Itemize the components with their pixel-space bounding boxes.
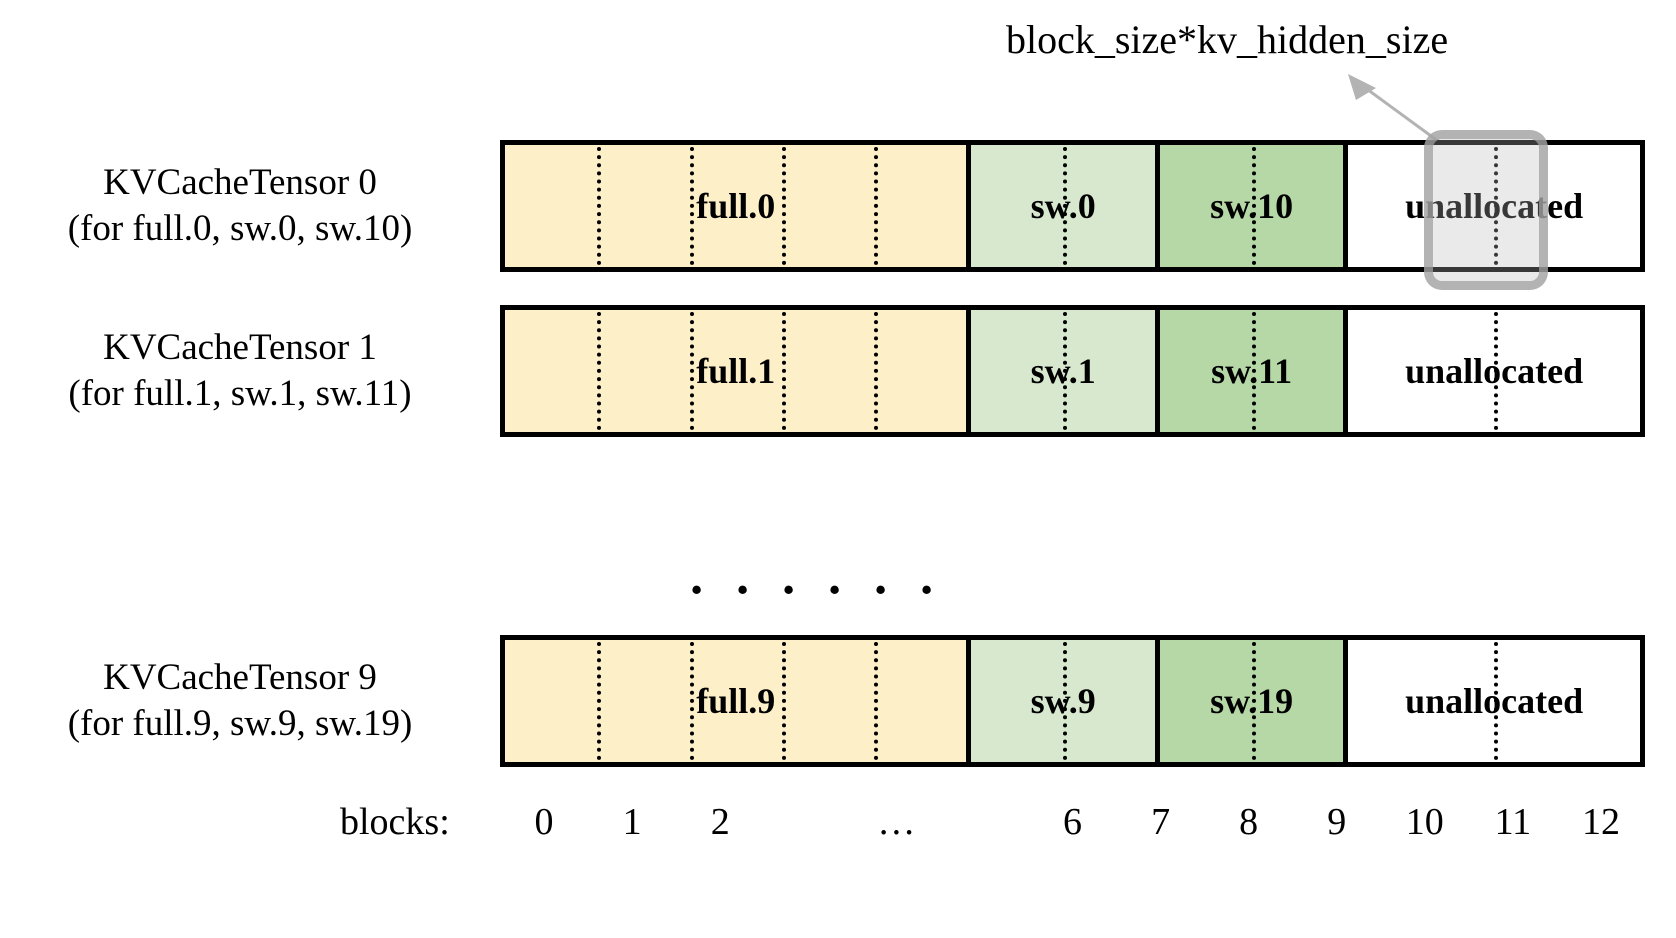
memory-region-label: sw.0 [1030, 186, 1096, 226]
tensor-row-label-line2: (for full.9, sw.9, sw.19) [67, 703, 413, 745]
blocks-axis-tick: 8 [1239, 801, 1259, 843]
memory-region-sw2[interactable]: sw.19 [1159, 640, 1349, 762]
annotation-label-block-size: block_size*kv_hidden_size [1006, 17, 1449, 62]
memory-region-label: full.9 [696, 681, 776, 721]
memory-region-sw[interactable]: sw.1 [971, 310, 1160, 432]
tensor-row-label-line1: KVCacheTensor 1 [103, 327, 377, 368]
blocks-axis-tick: 9 [1327, 801, 1347, 843]
rows-ellipsis: ∙ ∙ ∙ ∙ ∙ ∙ [690, 562, 943, 619]
blocks-axis-tick: 11 [1494, 801, 1532, 843]
block-highlight-box [1424, 130, 1548, 290]
tensor-row-label: KVCacheTensor 1 (for full.1, sw.1, sw.11) [0, 325, 480, 418]
memory-region-unalloc[interactable]: unallocated [1348, 640, 1640, 762]
blocks-axis-tick: 10 [1405, 801, 1444, 843]
kvcache-tensor-bar: full.1 sw.1 sw.11 unallocated [500, 305, 1645, 437]
tensor-row-label: KVCacheTensor 9 (for full.9, sw.9, sw.19) [0, 655, 480, 748]
memory-region-sw[interactable]: sw.0 [971, 145, 1160, 267]
memory-region-label: sw.10 [1210, 186, 1294, 226]
memory-region-unalloc[interactable]: unallocated [1348, 145, 1640, 267]
blocks-axis-tick: 2 [710, 801, 730, 843]
kvcache-tensor-bar: full.0 sw.0 sw.10 unallocated [500, 140, 1645, 272]
blocks-axis-tick: 12 [1581, 801, 1620, 843]
blocks-axis-tick: … [877, 801, 916, 843]
memory-region-label: unallocated [1405, 350, 1584, 391]
memory-region-full[interactable]: full.9 [505, 640, 972, 762]
memory-region-label: sw.1 [1030, 351, 1096, 391]
memory-region-unalloc[interactable]: unallocated [1348, 310, 1640, 432]
kvcache-tensor-bar: full.9 sw.9 sw.19 unallocated [500, 635, 1645, 767]
memory-region-label: unallocated [1405, 185, 1584, 226]
memory-region-label: sw.9 [1030, 681, 1096, 721]
tensor-row-label-line2: (for full.1, sw.1, sw.11) [68, 373, 412, 415]
memory-region-full[interactable]: full.0 [505, 145, 972, 267]
blocks-axis-tick: 7 [1151, 801, 1171, 843]
memory-region-sw2[interactable]: sw.11 [1159, 310, 1349, 432]
memory-region-label: sw.11 [1211, 351, 1293, 391]
blocks-axis-tick: 6 [1063, 801, 1082, 843]
tensor-row-label-line1: KVCacheTensor 9 [103, 657, 377, 698]
blocks-axis-tick: 0 [534, 801, 554, 843]
blocks-axis-tick: 1 [622, 801, 642, 843]
tensor-row-label: KVCacheTensor 0 (for full.0, sw.0, sw.10) [0, 160, 480, 253]
memory-region-sw[interactable]: sw.9 [971, 640, 1160, 762]
memory-region-label: full.1 [696, 351, 776, 391]
memory-region-label: full.0 [696, 186, 776, 226]
tensor-row-label-line1: KVCacheTensor 0 [103, 162, 377, 203]
blocks-axis-title: blocks: [340, 801, 450, 843]
memory-region-label: sw.19 [1210, 681, 1294, 721]
memory-region-full[interactable]: full.1 [505, 310, 972, 432]
tensor-row-label-line2: (for full.0, sw.0, sw.10) [67, 208, 413, 250]
memory-region-sw2[interactable]: sw.10 [1159, 145, 1349, 267]
memory-region-label: unallocated [1405, 680, 1584, 721]
